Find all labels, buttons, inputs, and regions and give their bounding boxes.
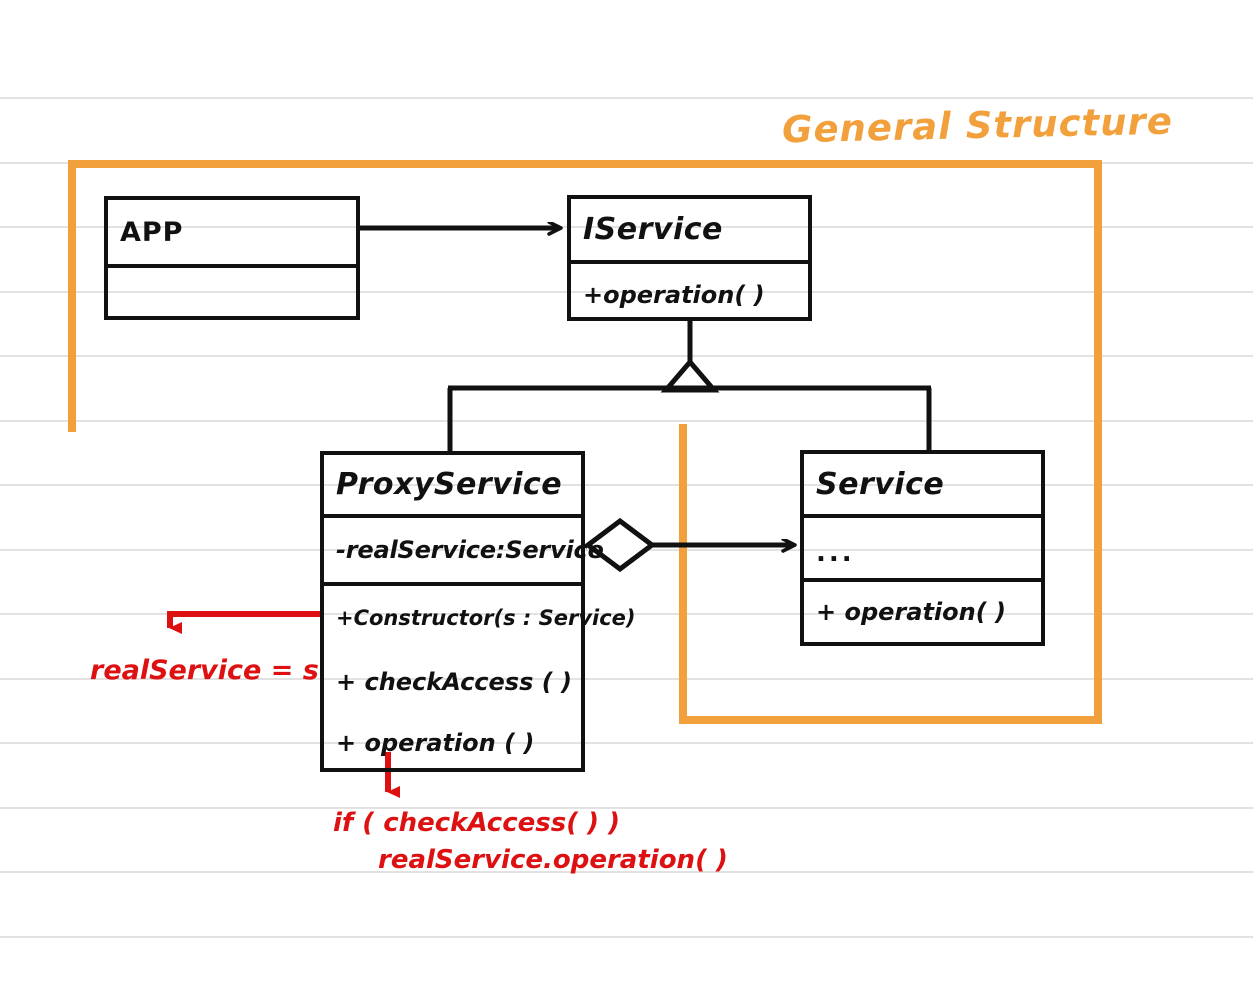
uml-class-service-method-operation: + operation( ) [804,578,1041,642]
highlight-implementation-region [679,424,1102,724]
uml-class-proxyservice-attr-realservice: -realService:Service [324,514,604,582]
uml-class-app[interactable]: APP [104,196,360,320]
uml-class-iservice-method-operation: +operation( ) [571,260,808,325]
page-title: General Structure [781,99,1174,152]
uml-class-app-body [108,264,356,320]
uml-class-proxyservice-method-constructor: +Constructor(s : Service) [336,606,636,630]
uml-class-service-name: Service [816,466,945,502]
uml-class-proxyservice-name: ProxyService [336,467,563,502]
annotation-leader-constructor [167,611,322,634]
uml-class-iservice-name: IService [583,212,723,247]
highlight-interface-region [68,160,1102,432]
uml-class-proxyservice-methods: +Constructor(s : Service) + checkAccess … [324,582,636,772]
uml-class-app-name: APP [120,216,184,248]
uml-class-service-attr-ellipsis: ... [804,514,1041,578]
annotation-note-constructor: realService = s [90,655,319,686]
uml-class-proxyservice[interactable]: ProxyService -realService:Service +Const… [320,451,636,772]
annotation-note-operation-line1: if ( checkAccess( ) ) [333,808,620,838]
annotation-note-operation-line2: realService.operation( ) [378,845,728,875]
uml-class-iservice[interactable]: IService +operation( ) [567,195,812,321]
uml-class-proxyservice-method-checkaccess: + checkAccess ( ) [336,668,573,696]
uml-class-service[interactable]: Service ... + operation( ) [800,450,1045,646]
uml-class-proxyservice-method-operation: + operation ( ) [336,729,535,757]
